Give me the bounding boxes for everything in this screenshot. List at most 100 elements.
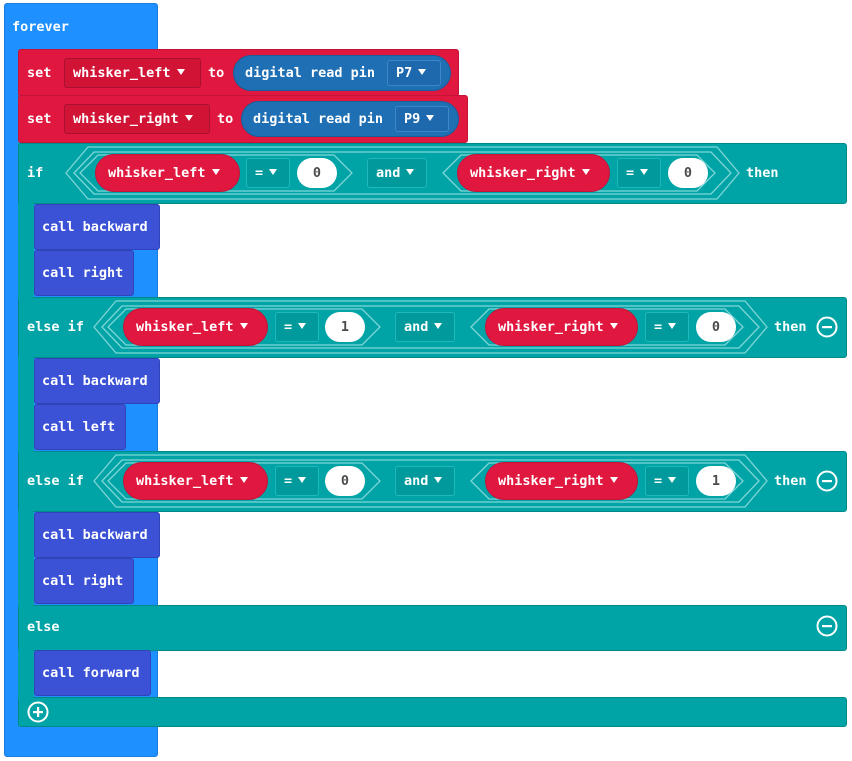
call-label: call right: [42, 265, 124, 281]
variable-name: whisker_right: [498, 473, 604, 489]
caret-down-icon: [434, 323, 443, 329]
if-label: if: [27, 165, 44, 181]
call-block[interactable]: call left: [34, 404, 126, 450]
spine-fill: [19, 150, 33, 720]
caret-down-icon: [426, 115, 435, 121]
digital-read-pin-label: digital read pin: [253, 111, 384, 127]
else-if-label: else if: [27, 473, 84, 489]
caret-down-icon: [298, 477, 307, 483]
equals-operator-dropdown[interactable]: =: [645, 312, 689, 342]
call-block[interactable]: call right: [34, 250, 134, 296]
forever-label: forever: [12, 19, 69, 35]
call-label: call backward: [42, 219, 148, 235]
minus-circle-icon[interactable]: [816, 615, 838, 637]
equals-sign: =: [284, 473, 293, 489]
variable-name: whisker_right: [470, 165, 576, 181]
caret-down-icon: [640, 169, 649, 175]
caret-down-icon: [269, 169, 278, 175]
call-label: call right: [42, 573, 124, 589]
number-input[interactable]: 1: [325, 312, 365, 342]
call-block[interactable]: call backward: [34, 204, 160, 250]
call-block[interactable]: call backward: [34, 358, 160, 404]
and-operator-dropdown[interactable]: and: [395, 466, 455, 496]
call-label: call left: [42, 419, 116, 435]
caret-down-icon: [434, 477, 443, 483]
equals-operator-dropdown[interactable]: =: [246, 158, 290, 188]
number-input[interactable]: 0: [668, 158, 708, 188]
variable-dropdown-whisker-right[interactable]: whisker_right: [457, 154, 610, 192]
then-label: then: [774, 473, 807, 489]
variable-name: whisker_left: [108, 165, 206, 181]
variable-dropdown-whisker-right[interactable]: whisker_right: [485, 308, 638, 346]
variable-dropdown-whisker-left[interactable]: whisker_left: [123, 462, 268, 500]
equals-operator-dropdown[interactable]: =: [645, 466, 689, 496]
minus-circle-icon[interactable]: [816, 470, 838, 492]
pin-value: P7: [396, 65, 413, 81]
equals-operator-dropdown[interactable]: =: [275, 466, 319, 496]
caret-down-icon: [211, 169, 220, 175]
equals-operator-dropdown[interactable]: =: [617, 158, 661, 188]
call-block[interactable]: call forward: [34, 650, 151, 696]
caret-down-icon: [581, 169, 590, 175]
caret-down-icon: [176, 69, 185, 75]
else-label: else: [27, 619, 60, 635]
call-block[interactable]: call right: [34, 558, 134, 604]
plus-circle-icon[interactable]: [27, 701, 49, 723]
digital-read-pin-block[interactable]: digital read pin P7: [233, 55, 451, 91]
caret-down-icon: [239, 323, 248, 329]
to-label: to: [217, 111, 234, 127]
caret-down-icon: [298, 323, 307, 329]
equals-sign: =: [654, 319, 663, 335]
pin-dropdown-p9[interactable]: P9: [395, 106, 449, 132]
number-input[interactable]: 1: [696, 466, 736, 496]
variable-name: whisker_right: [73, 111, 179, 127]
and-operator-dropdown[interactable]: and: [395, 312, 455, 342]
caret-down-icon: [609, 323, 618, 329]
call-label: call backward: [42, 373, 148, 389]
caret-down-icon: [668, 323, 677, 329]
equals-sign: =: [284, 319, 293, 335]
caret-down-icon: [406, 169, 415, 175]
call-label: call forward: [42, 665, 140, 681]
then-label: then: [774, 319, 807, 335]
caret-down-icon: [184, 115, 193, 121]
digital-read-pin-block[interactable]: digital read pin P9: [241, 101, 459, 137]
caret-down-icon: [609, 477, 618, 483]
caret-down-icon: [418, 69, 427, 75]
variable-name: whisker_left: [136, 473, 234, 489]
call-block[interactable]: call backward: [34, 512, 160, 558]
else-if-label: else if: [27, 319, 84, 335]
minus-circle-icon[interactable]: [816, 316, 838, 338]
variable-name: whisker_right: [498, 319, 604, 335]
variable-dropdown-whisker-right[interactable]: whisker_right: [64, 104, 210, 134]
digital-read-pin-label: digital read pin: [245, 65, 376, 81]
then-label: then: [746, 165, 779, 181]
variable-name: whisker_left: [136, 319, 234, 335]
number-input[interactable]: 0: [325, 466, 365, 496]
to-label: to: [208, 65, 225, 81]
equals-sign: =: [654, 473, 663, 489]
number-input[interactable]: 0: [297, 158, 337, 188]
if-block-footer[interactable]: [18, 697, 847, 727]
number-input[interactable]: 0: [696, 312, 736, 342]
pin-value: P9: [404, 111, 421, 127]
equals-sign: =: [626, 165, 635, 181]
else-row[interactable]: [18, 605, 847, 651]
pin-dropdown-p7[interactable]: P7: [387, 60, 441, 86]
call-label: call backward: [42, 527, 148, 543]
caret-down-icon: [239, 477, 248, 483]
and-label: and: [404, 319, 429, 335]
equals-sign: =: [255, 165, 264, 181]
caret-down-icon: [668, 477, 677, 483]
variable-dropdown-whisker-left[interactable]: whisker_left: [95, 154, 240, 192]
variable-dropdown-whisker-right[interactable]: whisker_right: [485, 462, 638, 500]
set-label: set: [27, 111, 52, 127]
set-label: set: [27, 65, 52, 81]
and-label: and: [404, 473, 429, 489]
and-operator-dropdown[interactable]: and: [367, 158, 427, 188]
equals-operator-dropdown[interactable]: =: [275, 312, 319, 342]
variable-name: whisker_left: [73, 65, 171, 81]
variable-dropdown-whisker-left[interactable]: whisker_left: [123, 308, 268, 346]
variable-dropdown-whisker-left[interactable]: whisker_left: [64, 58, 201, 88]
and-label: and: [376, 165, 401, 181]
